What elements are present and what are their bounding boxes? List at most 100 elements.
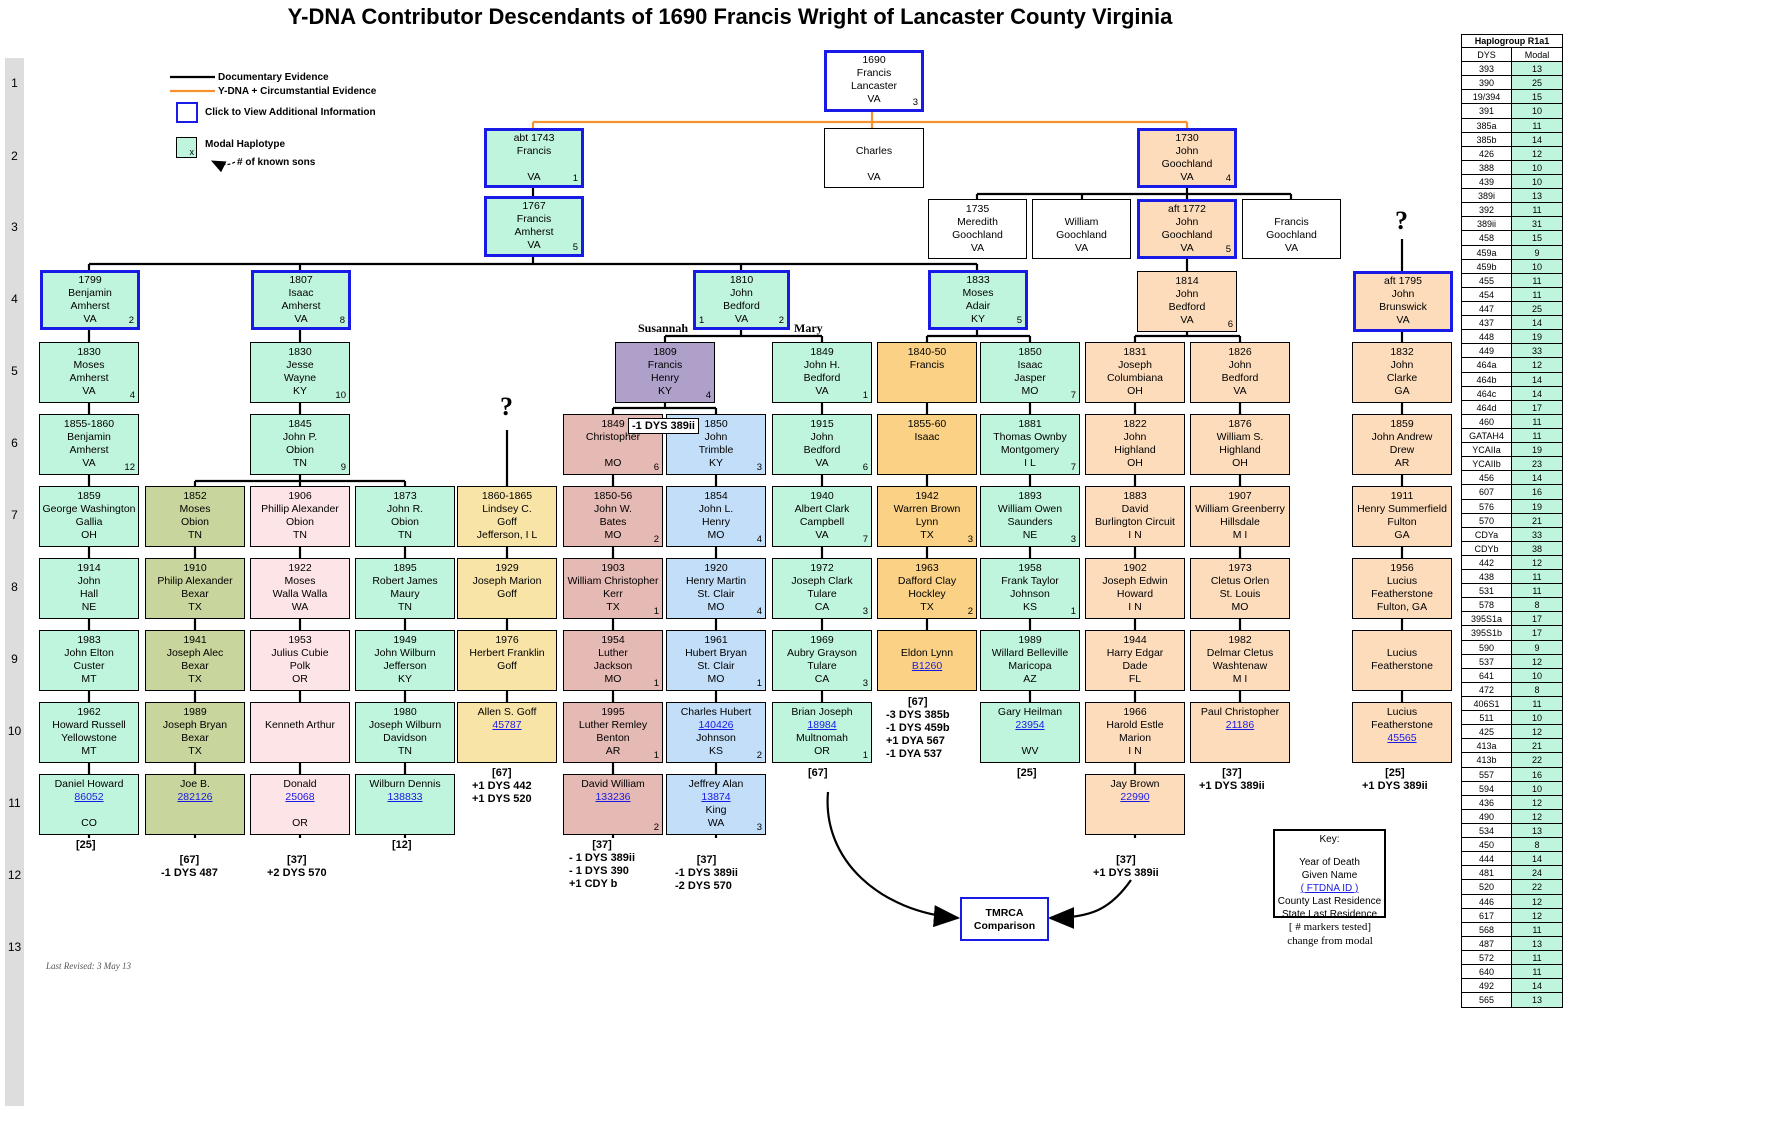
ftdna-id-link[interactable]: 25068 <box>285 791 315 803</box>
person-line: Lucius <box>1386 647 1418 659</box>
dys-callout: -1 DYS 389ii <box>628 418 699 434</box>
marker-change: - 1 DYS 389ii <box>569 852 636 864</box>
ftdna-id-link[interactable]: 21186 <box>1225 719 1255 731</box>
ftdna-id-link[interactable]: 23954 <box>1015 719 1045 731</box>
dys-marker: 464a <box>1462 358 1512 372</box>
person-line: 1850-56 <box>593 490 633 502</box>
ftdna-id-link[interactable]: 45787 <box>492 719 522 731</box>
ftdna-id-link[interactable]: 140426 <box>698 719 734 731</box>
modal-value: 11 <box>1512 287 1562 301</box>
person-line: William Owen <box>997 503 1063 515</box>
person-line: Maricopa <box>1008 660 1052 672</box>
person-line: MO <box>707 673 725 685</box>
ftdna-id-link[interactable]: 18984 <box>807 719 837 731</box>
person-line: 1799 <box>78 274 102 286</box>
person-line: MT <box>81 673 97 685</box>
marker-change: +2 DYS 570 <box>267 867 327 879</box>
person-line: Isaac <box>914 431 940 443</box>
person-line: 1826 <box>1228 346 1252 358</box>
ftdna-id-link[interactable]: 13874 <box>701 791 731 803</box>
person-line: OH <box>1232 457 1248 469</box>
tmrca-comparison-box[interactable]: TMRCA Comparison <box>960 897 1049 941</box>
legend-sons: # of known sons <box>237 157 316 168</box>
ftdna-id-link[interactable]: 86052 <box>74 791 104 803</box>
legend-click: Click to View Additional Information <box>205 107 376 118</box>
person-line <box>1353 634 1451 647</box>
marker-note: [37]+1 DYS 389ii <box>1093 854 1159 880</box>
sons-count: 5 <box>1225 244 1231 255</box>
modal-value: 11 <box>1512 570 1562 584</box>
sons-count: 3 <box>1070 534 1076 545</box>
person-line: MO <box>604 529 622 541</box>
person-line: Polk <box>289 660 311 672</box>
person-line: KS <box>1022 601 1037 613</box>
person-line: 1914 <box>77 562 101 574</box>
person-line: NE <box>81 601 97 613</box>
person-box-kenneth: Kenneth Arthur <box>250 702 350 763</box>
dys-marker: 455 <box>1462 273 1512 287</box>
person-line: M I <box>1232 529 1248 541</box>
modal-value: 11 <box>1512 697 1562 711</box>
person-line: Allen S. Goff <box>477 706 537 718</box>
modal-value: 13 <box>1512 62 1562 76</box>
person-line: TX <box>920 601 934 613</box>
person-line: OR <box>292 817 308 829</box>
person-line: Joseph <box>1118 359 1152 371</box>
sons-count: 1 <box>862 390 868 401</box>
ftdna-id-link[interactable]: B1260 <box>911 660 943 672</box>
person-line: St. Clair <box>697 660 735 672</box>
ftdna-id-link[interactable]: 282126 <box>177 791 213 803</box>
person-line: Goff <box>497 660 517 672</box>
ftdna-id-link[interactable]: 22990 <box>1120 791 1150 803</box>
modal-value: 8 <box>1512 838 1562 852</box>
row-number: 13 <box>7 940 22 954</box>
person-line <box>1033 203 1130 216</box>
person-line: Kerr <box>603 588 623 600</box>
person-line: 1859 <box>1390 418 1414 430</box>
dys-marker: 490 <box>1462 809 1512 824</box>
person-line <box>356 804 454 817</box>
person-line: Warren Brown <box>893 503 961 515</box>
person-line: 1958 <box>1018 562 1042 574</box>
person-line: 1809 <box>653 346 677 358</box>
person-line: Kenneth Arthur <box>264 719 336 731</box>
ftdna-id-link[interactable]: 133236 <box>595 791 631 803</box>
question-mark: ? <box>1395 206 1408 235</box>
ftdna-id-link[interactable]: 45565 <box>1387 732 1417 744</box>
person-line: Charles <box>855 145 893 157</box>
person-line <box>878 385 976 398</box>
person-line: GA <box>1394 529 1410 541</box>
person-line <box>146 804 244 817</box>
ftdna-id-link[interactable]: 138833 <box>387 791 423 803</box>
person-line: Dade <box>1122 660 1148 672</box>
person-line: Trimble <box>698 444 734 456</box>
person-line: Washtenaw <box>1212 660 1268 672</box>
person-line: TN <box>398 601 412 613</box>
person-line: 1860-1865 <box>481 490 533 502</box>
modal-value: 14 <box>1512 316 1562 330</box>
